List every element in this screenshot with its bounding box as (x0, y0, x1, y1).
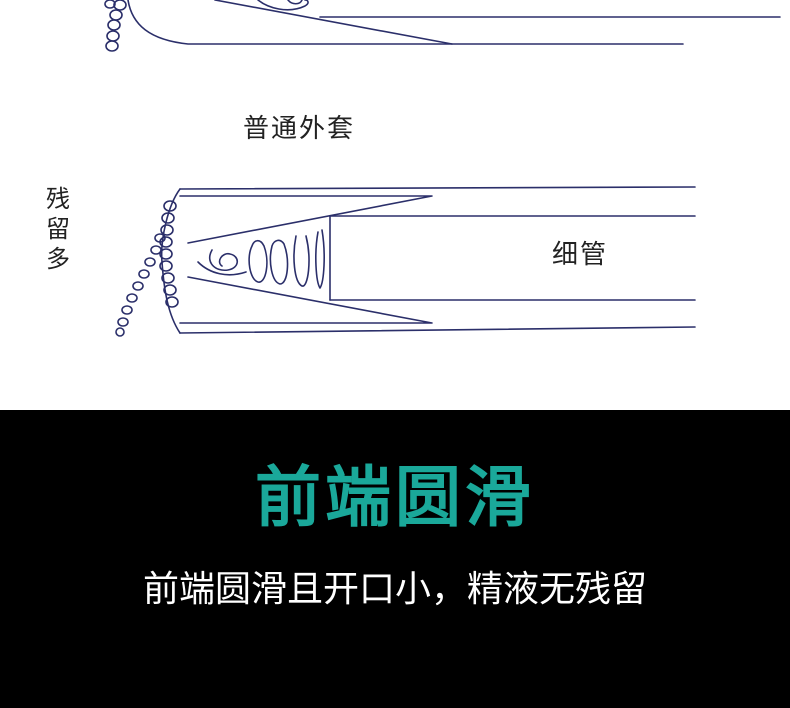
feature-headline: 前端圆滑 (255, 459, 535, 536)
residue-beads-bottom (115, 200, 179, 337)
residue-loops (197, 229, 325, 289)
tube-comparison-diagram: 普通外套 细管 残留多 (46, 0, 781, 337)
residue-label: 残留多 (46, 185, 70, 273)
residue-beads-top (104, 0, 127, 52)
thin-tube-drawing (115, 186, 696, 337)
normal-sleeve-drawing (104, 0, 781, 52)
tube-drawing (104, 0, 781, 337)
feature-banner (0, 410, 790, 708)
feature-subline: 前端圆滑且开口小，精液无残留 (142, 569, 647, 610)
normal-sleeve-label: 普通外套 (243, 114, 356, 144)
thin-tube-label: 细管 (552, 240, 609, 270)
